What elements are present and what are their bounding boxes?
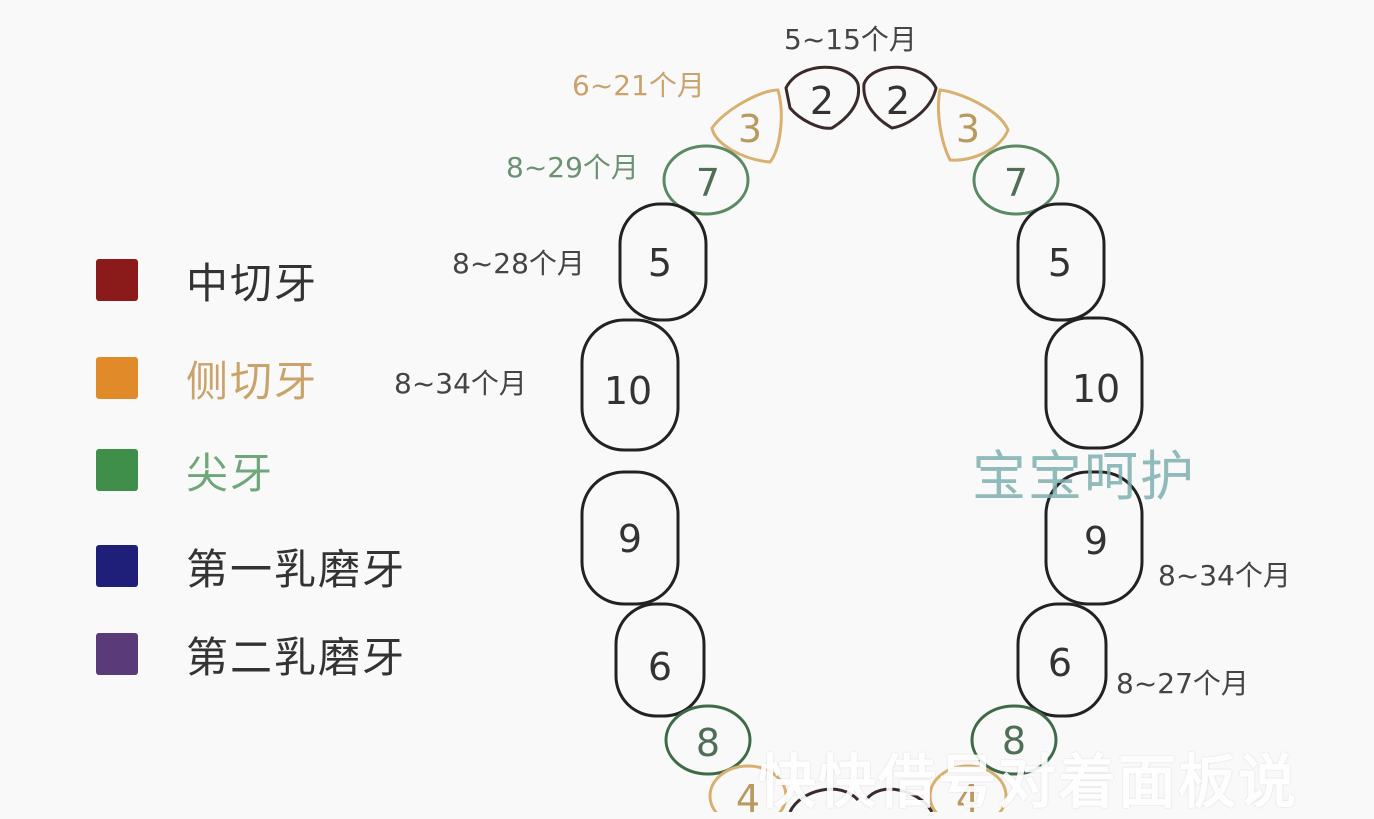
tooth-label: 8 — [696, 721, 720, 765]
tooth-label: 10 — [604, 369, 652, 413]
age-lower-second-molar: 8~34个月 — [1158, 559, 1291, 592]
tooth-label: 6 — [648, 645, 672, 689]
tooth-label: 4 — [736, 777, 760, 812]
legend-item-second-molar: 第二乳磨牙 — [96, 624, 406, 684]
swatch-second-molar — [96, 633, 138, 675]
tooth-lower-first-molar-left — [614, 602, 706, 718]
age-first-molar: 8~28个月 — [452, 247, 585, 280]
tooth-label: 4 — [956, 777, 980, 812]
tooth-canine-right — [972, 144, 1060, 216]
tooth-first-molar-left — [618, 202, 708, 322]
tooth-label: 7 — [1004, 161, 1028, 205]
tooth-central-left — [784, 65, 861, 130]
age-central: 5~15个月 — [784, 23, 917, 56]
legend-label: 中切牙 — [186, 258, 319, 308]
swatch-central-incisor — [96, 259, 138, 301]
tooth-label: 3 — [956, 107, 980, 151]
swatch-lateral-incisor — [96, 357, 138, 399]
swatch-canine — [96, 449, 138, 491]
tooth-lower-canine-left — [664, 704, 752, 776]
watermark: 宝宝呵护 — [972, 445, 1196, 508]
age-lower-first-molar: 8~27个月 — [1116, 667, 1249, 700]
legend-item-central-incisor: 中切牙 — [96, 250, 318, 310]
tooth-lateral-right — [936, 88, 1010, 162]
overlay-caption: 快快借号对着面板说 — [758, 748, 1299, 816]
tooth-label: 2 — [810, 79, 834, 123]
legend-item-canine: 尖牙 — [96, 440, 274, 500]
tooth-label: 5 — [648, 241, 672, 285]
age-second-molar: 8~34个月 — [394, 367, 527, 400]
tooth-central-right — [862, 65, 938, 130]
tooth-label: 8 — [1002, 719, 1026, 763]
legend-item-first-molar: 第一乳磨牙 — [96, 536, 406, 596]
tooth-label: 2 — [886, 79, 910, 123]
tooth-label: 7 — [696, 161, 720, 205]
tooth-lower-first-molar-right — [1016, 602, 1108, 718]
tooth-first-molar-right — [1016, 202, 1106, 322]
age-canine: 8~29个月 — [506, 151, 639, 184]
tooth-second-molar-left — [580, 318, 680, 452]
tooth-canine-left — [662, 144, 750, 216]
tooth-lower-central-right — [864, 787, 934, 812]
age-lateral: 6~21个月 — [572, 69, 705, 102]
tooth-lower-central-left — [788, 787, 860, 812]
tooth-label: 6 — [1048, 641, 1072, 685]
tooth-lower-second-molar-right — [1044, 470, 1144, 606]
tooth-label: 5 — [1048, 241, 1072, 285]
legend-item-lateral-incisor: 侧切牙 — [96, 348, 318, 408]
tooth-label: 10 — [1072, 367, 1120, 411]
legend-label: 尖牙 — [186, 448, 275, 498]
legend-label: 第一乳磨牙 — [186, 544, 407, 594]
tooth-lower-second-molar-left — [580, 470, 680, 606]
tooth-second-molar-right — [1044, 316, 1144, 450]
tooth-lower-lateral-left — [708, 764, 788, 812]
tooth-lateral-left — [710, 88, 783, 164]
tooth-lower-lateral-right — [928, 764, 1008, 812]
legend-label: 侧切牙 — [186, 356, 319, 406]
tooth-lower-canine-right — [970, 704, 1058, 776]
legend-label: 第二乳磨牙 — [186, 632, 407, 682]
tooth-label: 3 — [738, 107, 762, 151]
tooth-label: 9 — [1084, 519, 1108, 563]
swatch-first-molar — [96, 545, 138, 587]
tooth-label: 9 — [618, 517, 642, 561]
